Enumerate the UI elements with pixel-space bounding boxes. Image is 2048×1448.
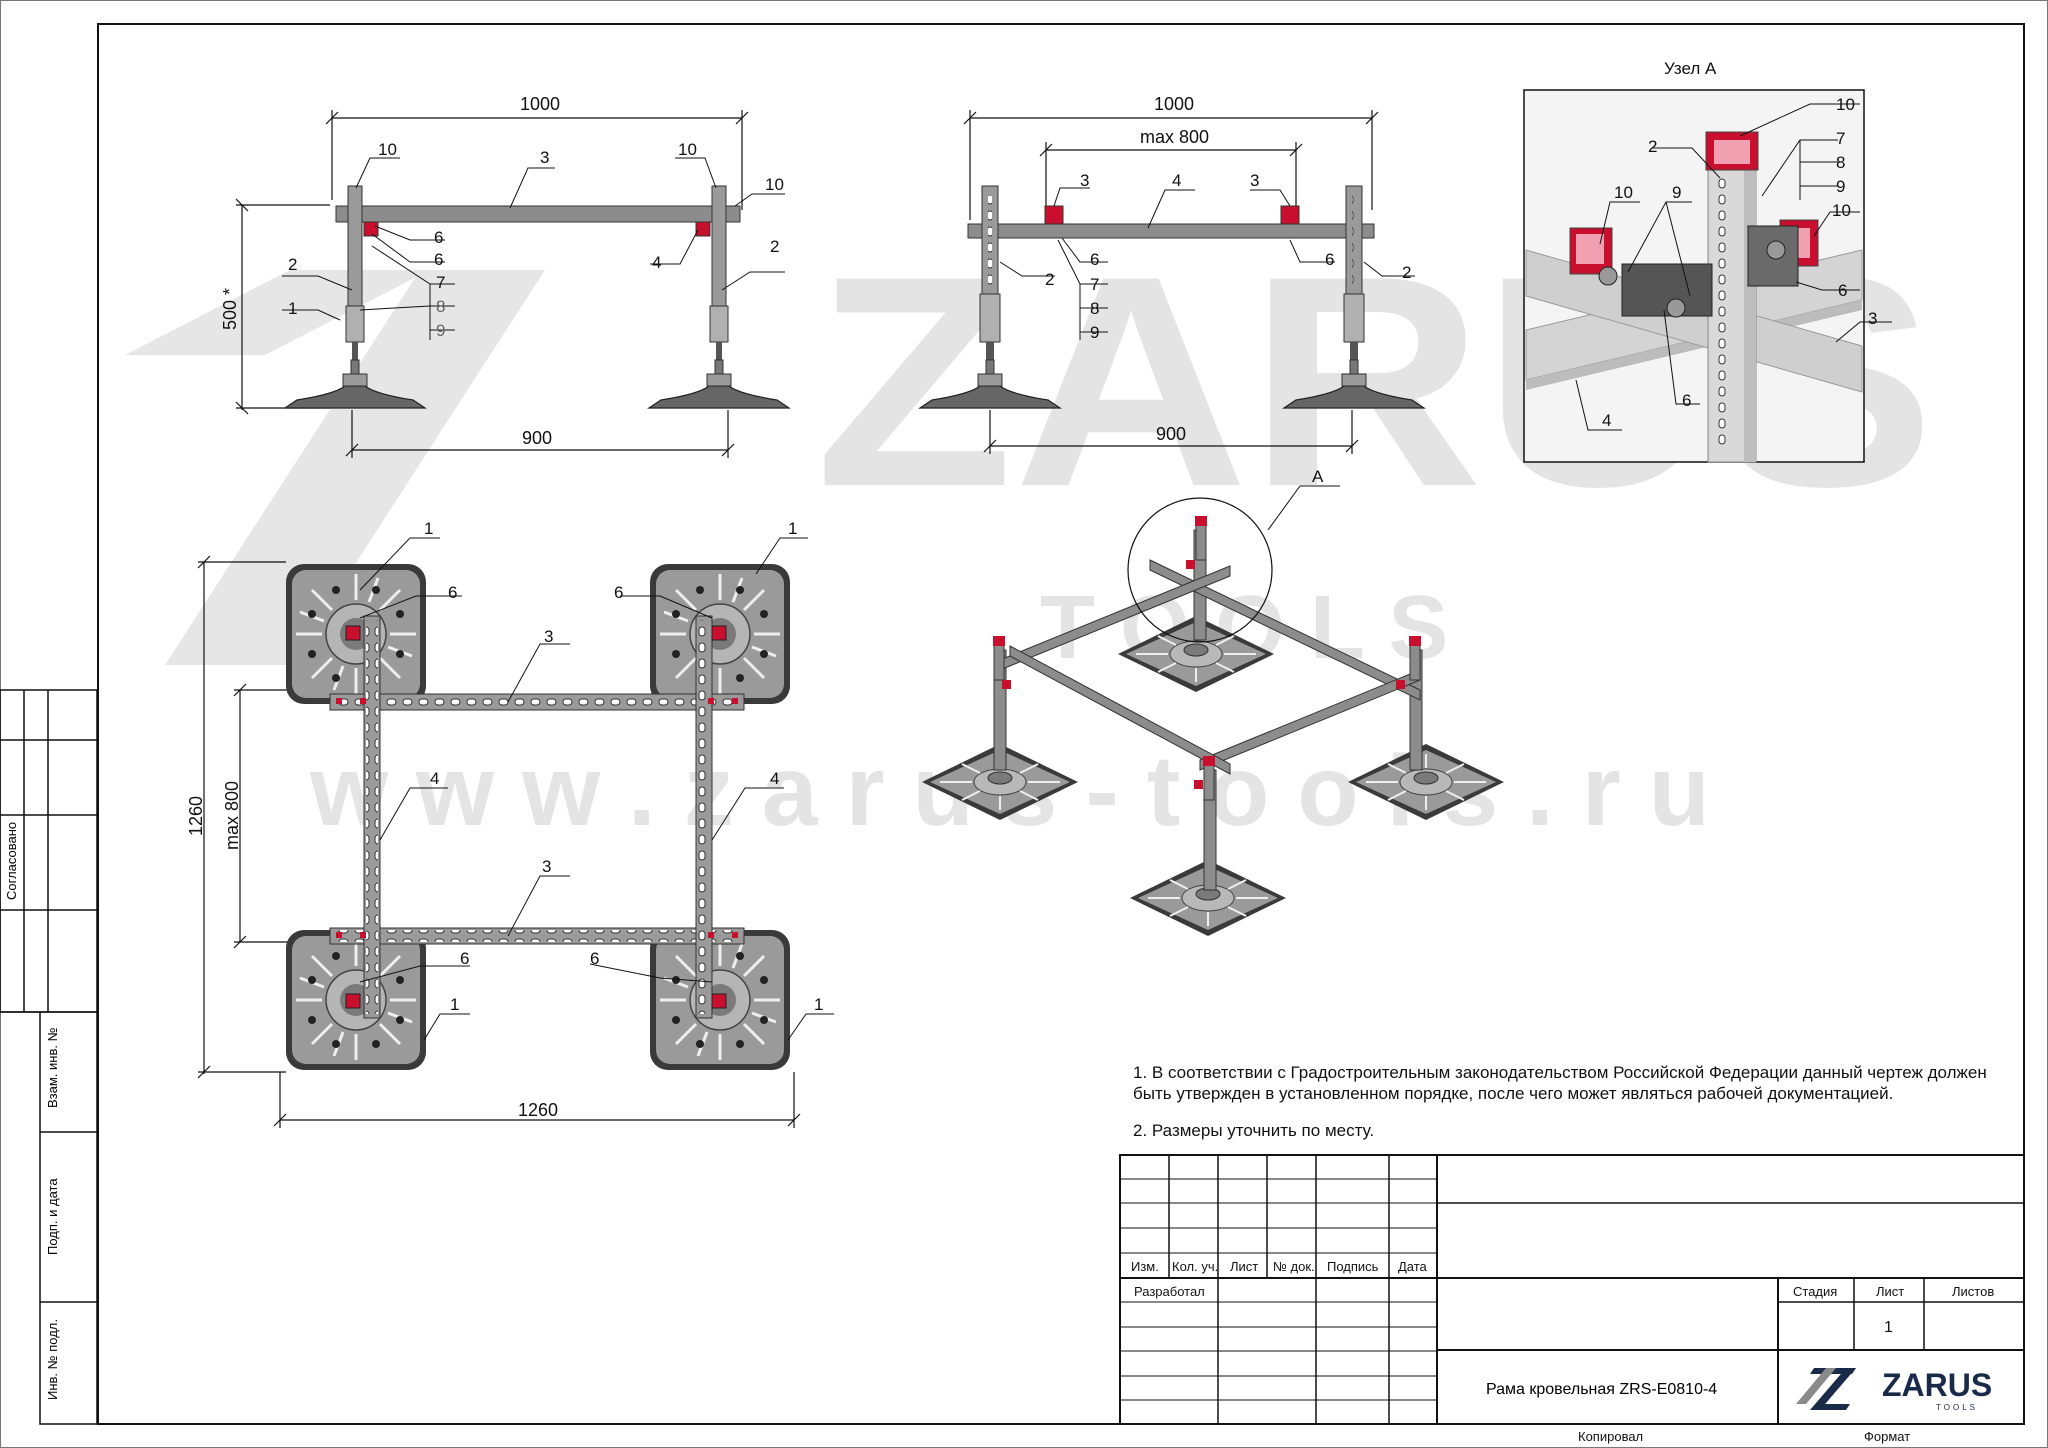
front-label-9: 9 [436,321,445,340]
title-block-headers: Изм. Кол. уч. Лист № док. Подпись Дата Р… [1131,1259,1994,1444]
side-dim-base: 900 [1156,424,1186,444]
side-leaders [999,187,1415,340]
plan-label-4b: 4 [770,769,779,788]
plan-leaders [359,537,834,1041]
logo-sub: TOOLS [1936,1403,1978,1412]
front-label-1: 1 [288,299,297,318]
plan-label-4a: 4 [430,769,439,788]
plan-label-6b: 6 [614,583,623,602]
tb-stage: Стадия [1793,1284,1837,1299]
plan-label-1a: 1 [424,519,433,538]
front-labels: 10 3 10 10 6 6 4 2 2 7 8 9 1 [288,140,784,340]
side-label-4: 4 [1172,171,1181,190]
detail-label-6b: 6 [1682,391,1691,410]
plan-label-3a: 3 [544,627,553,646]
side-label-6b: 6 [1325,250,1334,269]
front-leaders [282,157,785,340]
front-view: 1000 500 * 900 [220,94,790,458]
detail-label-3: 3 [1868,309,1877,328]
detail-label-2: 2 [1648,137,1657,156]
side-agreed-text: Согласовано [4,822,19,900]
tb-developed: Разработал [1134,1284,1205,1299]
tb-col-sign: Подпись [1327,1259,1379,1274]
detail-label-4: 4 [1602,411,1611,430]
plan-label-1b: 1 [788,519,797,538]
detail-label-8: 8 [1836,153,1845,172]
detail-title: Узел А [1664,59,1717,78]
front-dim-base: 900 [522,428,552,448]
plan-label-1c: 1 [450,995,459,1014]
front-label-4: 4 [652,253,661,272]
note-2: 2. Размеры уточнить по месту. [1133,1121,1375,1140]
detail-label-9b: 9 [1672,183,1681,202]
plan-dim-width: 1260 [518,1100,558,1120]
front-label-6b: 6 [434,250,443,269]
tb-col-kol: Кол. уч. [1172,1259,1218,1274]
tb-format: Формат [1864,1429,1910,1444]
plan-label-6d: 6 [590,949,599,968]
tb-copied: Копировал [1578,1429,1643,1444]
front-label-2b: 2 [770,237,779,256]
side-label-8: 8 [1090,299,1099,318]
side-dim-overall: 1000 [1154,94,1194,114]
plan-label-6a: 6 [448,583,457,602]
plan-dim-height: 1260 [186,796,206,836]
front-dim-height: 500 * [220,288,240,330]
detail-label-6a: 6 [1838,281,1847,300]
side-sign-text: Подп. и дата [45,1178,60,1255]
plan-labels: 1 1 6 6 3 4 4 3 6 6 1 1 [424,519,823,1014]
front-label-10a: 10 [378,140,397,159]
tb-sheets: Листов [1952,1284,1994,1299]
tb-sheet: Лист [1876,1284,1904,1299]
side-label-3b: 3 [1250,171,1259,190]
detail-a: Узел А [1523,59,1865,463]
logo-brand: ZARUS [1882,1367,1992,1403]
tb-col-date: Дата [1398,1259,1428,1274]
front-label-6a: 6 [434,228,443,247]
side-label-2a: 2 [1045,270,1054,289]
plan-view: 1260 max 800 1260 [186,555,801,1128]
tb-title: Рама кровельная ZRS-E0810-4 [1486,1381,1717,1398]
note-1: 1. В соответствии с Градостроительным за… [1133,1063,1987,1103]
title-block [1119,1154,2025,1425]
detail-leaders [1575,103,1892,431]
side-view: 1000 max 800 900 [919,94,1425,454]
zarus-logo: ZARUS TOOLS [1796,1367,1992,1412]
side-labels: 3 4 3 6 7 8 9 6 2 2 [1045,171,1411,342]
plan-label-6c: 6 [460,949,469,968]
front-label-2a: 2 [288,255,297,274]
tb-col-doc: № док. [1273,1259,1315,1274]
detail-callout-label: A [1312,467,1324,486]
side-strip [0,689,98,1425]
front-dim-overall: 1000 [520,94,560,114]
front-label-10c: 10 [765,175,784,194]
front-label-10b: 10 [678,140,697,159]
side-swap-text: Взам. инв. № [45,1027,60,1108]
side-inv-text: Инв. № подл. [45,1319,60,1400]
detail-label-10b: 10 [1832,201,1851,220]
front-label-3: 3 [540,148,549,167]
side-label-2b: 2 [1402,263,1411,282]
isometric-view: A [921,467,1505,937]
front-label-8: 8 [436,297,445,316]
drawing-frame [97,23,2025,1425]
tb-sheet-no: 1 [1884,1319,1893,1336]
detail-label-10c: 10 [1614,183,1633,202]
side-dim-inner: max 800 [1140,127,1209,147]
tb-col-izm: Изм. [1131,1259,1159,1274]
tb-col-list: Лист [1230,1259,1258,1274]
detail-label-7: 7 [1836,129,1845,148]
plan-label-3b: 3 [542,857,551,876]
detail-label-9a: 9 [1836,177,1845,196]
side-label-7: 7 [1090,275,1099,294]
side-label-6a: 6 [1090,250,1099,269]
detail-label-10a: 10 [1836,95,1855,114]
side-label-9: 9 [1090,323,1099,342]
plan-dim-inner: max 800 [222,781,242,850]
detail-labels: 10 2 7 8 9 10 9 10 6 3 4 6 [1602,95,1877,430]
plan-label-1d: 1 [814,995,823,1014]
front-label-7: 7 [436,273,445,292]
side-label-3a: 3 [1080,171,1089,190]
